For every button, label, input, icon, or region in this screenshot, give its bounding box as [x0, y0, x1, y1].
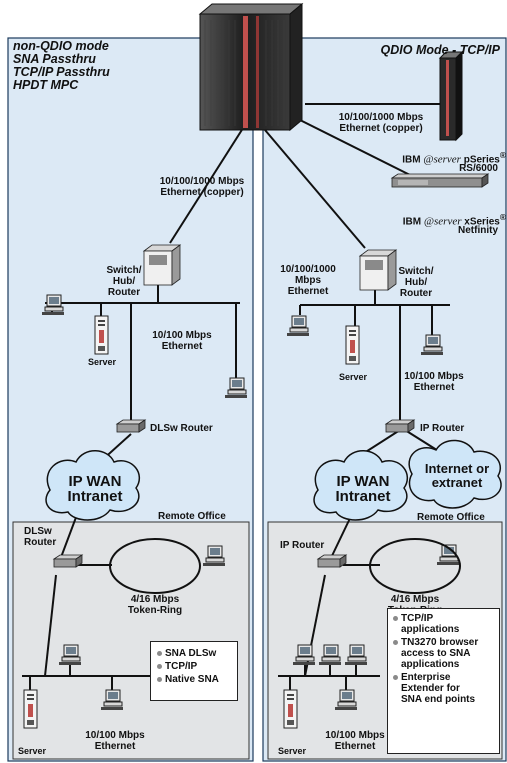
left-ethernet-label: 10/100/1000 Mbps Ethernet (copper)	[159, 176, 245, 198]
right-legend-item: TN3270 browser access to SNA application…	[392, 637, 496, 670]
xseries-name: xSeries	[464, 216, 500, 228]
left-switch-icon	[143, 244, 181, 286]
right-ip-router-icon	[385, 419, 415, 433]
left-server-icon	[94, 315, 109, 355]
connection-lines	[22, 103, 450, 692]
left-remote-router-icon	[53, 554, 83, 568]
right-server-icon	[345, 325, 360, 365]
right-wan-label: IP WAN Intranet	[335, 473, 391, 505]
left-wan-label: IP WAN Intranet	[67, 473, 123, 505]
left-dlsw-router-icon	[116, 419, 146, 433]
xseries-eserver: @server	[423, 215, 462, 228]
right-legend-box: TCP/IP applications TN3270 browser acces…	[387, 608, 500, 754]
left-legend-box: SNA DLSw TCP/IP Native SNA	[150, 641, 238, 701]
right-remote-ethernet-label: 10/100 Mbps Ethernet	[325, 730, 385, 752]
pseries-label: IBM @server pSeries®	[346, 150, 506, 165]
right-wan-cloud-icon	[313, 450, 409, 521]
pseries-eserver: @server	[423, 153, 461, 166]
xseries-brand: IBM	[402, 216, 422, 228]
left-token-ring-label: 4/16 Mbps Token-Ring	[127, 594, 183, 616]
right-token-ring-icon	[369, 538, 461, 594]
left-mode-line-3: TCP/IP Passthru	[13, 65, 110, 79]
right-remote-server-icon	[283, 689, 298, 729]
left-lan-label: 10/100 Mbps Ethernet	[152, 330, 212, 352]
pseries-sub-label: RS/6000	[459, 163, 498, 174]
right-remote-server-label: Server	[277, 746, 307, 756]
left-router-label: DLSw Router	[150, 423, 213, 434]
pseries-reg: ®	[499, 150, 506, 160]
left-remote-ethernet-label: 10/100 Mbps Ethernet	[85, 730, 145, 752]
left-mode-line-4: HPDT MPC	[13, 78, 79, 92]
left-mode-line-1: non-QDIO mode	[13, 39, 109, 53]
right-remote-router-icon	[317, 554, 347, 568]
right-gig-ethernet-label: 10/100/1000 Mbps Ethernet	[280, 264, 336, 297]
left-remote-router-label: DLSw Router	[24, 526, 57, 548]
right-router-label: IP Router	[420, 423, 465, 434]
right-legend-item: Enterprise Extender for SNA end points	[392, 672, 496, 705]
xseries-reg: ®	[499, 212, 506, 222]
right-legend-item: TCP/IP applications	[392, 613, 496, 635]
right-server-label: Server	[338, 372, 368, 382]
left-server-label: Server	[87, 357, 117, 367]
xseries-server-icon	[390, 173, 490, 188]
pseries-brand: IBM	[402, 154, 421, 166]
xseries-sub-label: Netfinity	[458, 225, 498, 236]
left-remote-server-label: Server	[17, 746, 47, 756]
right-lan-label: 10/100 Mbps Ethernet	[404, 371, 464, 393]
left-switch-label: Switch/ Hub/ Router	[106, 265, 142, 298]
left-legend-item: SNA DLSw	[156, 648, 233, 659]
left-remote-office-label: Remote Office	[158, 511, 226, 522]
pseries-name: pSeries	[463, 154, 500, 166]
right-mode-title: QDIO Mode - TCP/IP	[380, 43, 500, 57]
right-switch-icon	[359, 249, 397, 291]
left-legend-item: TCP/IP	[156, 661, 233, 672]
mainframe-icon	[198, 2, 304, 132]
pseries-server-icon	[438, 50, 464, 142]
left-wan-cloud-icon	[45, 450, 141, 521]
internet-cloud-icon	[408, 439, 502, 509]
right-remote-router-label: IP Router	[280, 540, 325, 551]
right-switch-label: Switch/ Hub/ Router	[398, 266, 434, 299]
internet-label: Internet or extranet	[424, 461, 490, 490]
xseries-label: IBM @server xSeries®	[346, 212, 506, 227]
right-remote-office-label: Remote Office	[417, 512, 485, 523]
left-token-ring-icon	[109, 538, 201, 594]
left-mode-line-2: SNA Passthru	[13, 52, 96, 66]
left-legend-item: Native SNA	[156, 674, 233, 685]
left-remote-server-icon	[23, 689, 38, 729]
right-ethernet-label: 10/100/1000 Mbps Ethernet (copper)	[338, 112, 424, 134]
